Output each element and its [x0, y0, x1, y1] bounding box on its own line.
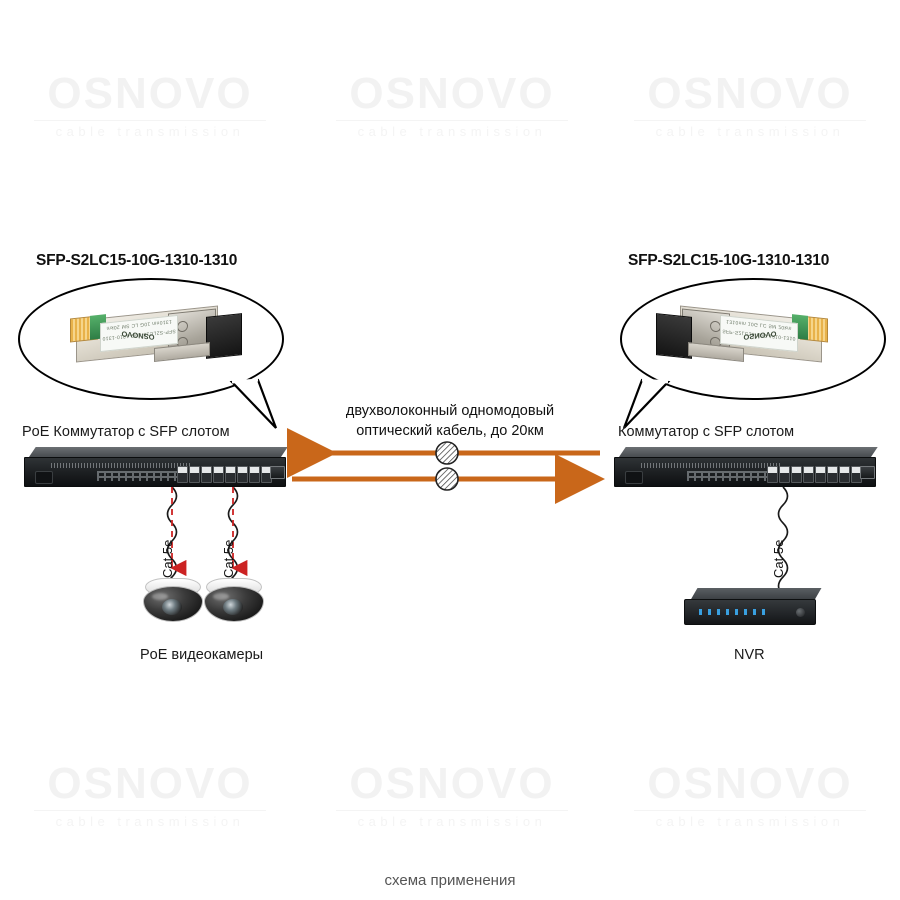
- nvr-device: [684, 588, 822, 628]
- sfp-lc-connector: [206, 313, 242, 359]
- switch-model-text: [51, 463, 191, 468]
- rj45-port: [767, 466, 778, 483]
- watermark-logo: OSNOVO cable transmission: [20, 72, 280, 138]
- camera-lens: [162, 599, 182, 615]
- switch-model-text: [641, 463, 781, 468]
- camera-highlight: [213, 593, 229, 600]
- nvr-led-indicators: [699, 609, 771, 615]
- watermark-title: OSNOVO: [647, 69, 853, 118]
- rj45-port: [201, 466, 212, 483]
- poe-cameras-label: PoE видеокамеры: [140, 647, 264, 663]
- sfp-cage-hole: [177, 320, 188, 333]
- rj45-port: [791, 466, 802, 483]
- watermark-title: OSNOVO: [47, 759, 253, 808]
- cat5e-label-left-2: Cat 5e: [221, 539, 236, 578]
- switch-rj45-port-group: [177, 466, 272, 483]
- watermark-rule: [34, 120, 266, 121]
- rj45-port: [177, 466, 188, 483]
- rj45-port: [803, 466, 814, 483]
- watermark-subtitle: cable transmission: [655, 124, 845, 139]
- rj45-port: [189, 466, 200, 483]
- nvr-front-panel: [684, 599, 816, 625]
- switch-sfp-port-group: [270, 466, 285, 479]
- cat5e-label-right-1: Cat 5e: [771, 539, 786, 578]
- poe-camera-device: [204, 578, 264, 622]
- watermark-subtitle: cable transmission: [655, 814, 845, 829]
- left-poe-switch-device: [24, 447, 292, 489]
- fiber-link-caption-line1: двухволоконный одномодовый: [345, 403, 555, 419]
- watermark-rule: [336, 810, 568, 811]
- fiber-link-caption: двухволоконный одномодовый оптический ка…: [310, 402, 590, 441]
- cat5e-label-left-1: Cat 5e: [160, 539, 175, 578]
- rj45-port: [815, 466, 826, 483]
- right-sfp-model-title: SFP-S2LC15-10G-1310-1310: [628, 252, 830, 269]
- camera-lens: [223, 599, 243, 615]
- left-sfp-module-image: 1310nm 10G LC SM 20km SFP-S2LC15-10G-131…: [48, 305, 248, 367]
- camera-dome: [204, 586, 264, 622]
- rj45-port: [237, 466, 248, 483]
- watermark-rule: [634, 120, 866, 121]
- page-caption: схема применения: [384, 872, 516, 889]
- watermark-title: OSNOVO: [647, 759, 853, 808]
- fiber-splice-icon: [435, 467, 459, 491]
- watermark-logo: OSNOVO cable transmission: [20, 762, 280, 828]
- watermark-title: OSNOVO: [349, 759, 555, 808]
- watermark-subtitle: cable transmission: [55, 814, 245, 829]
- watermark-title: OSNOVO: [349, 69, 555, 118]
- right-switch-label: Коммутатор с SFP слотом: [618, 424, 795, 440]
- rj45-port: [249, 466, 260, 483]
- watermark-logo: OSNOVO cable transmission: [322, 72, 582, 138]
- camera-dome: [143, 586, 203, 622]
- switch-psu-vent: [625, 471, 643, 484]
- left-sfp-model-title: SFP-S2LC15-10G-1310-1310: [36, 252, 238, 269]
- right-switch-device: [614, 447, 882, 489]
- watermark-subtitle: cable transmission: [55, 124, 245, 139]
- watermark-logo: OSNOVO cable transmission: [620, 72, 880, 138]
- switch-psu-vent: [35, 471, 53, 484]
- right-sfp-module-image: 1310nm 10G LC SM 20km SFP-S2LC15-10G-131…: [650, 305, 850, 367]
- watermark-rule: [336, 120, 568, 121]
- watermark-subtitle: cable transmission: [357, 124, 547, 139]
- switch-led-array: [687, 471, 777, 481]
- rj45-port: [213, 466, 224, 483]
- switch-front-panel: [614, 457, 876, 487]
- rj45-port: [839, 466, 850, 483]
- switch-rj45-port-group: [767, 466, 862, 483]
- sfp-lc-connector: [656, 313, 692, 359]
- left-bubble-tail: [229, 378, 278, 429]
- right-bubble-tail: [622, 378, 671, 429]
- switch-led-array: [97, 471, 187, 481]
- watermark-subtitle: cable transmission: [357, 814, 547, 829]
- rj45-port: [225, 466, 236, 483]
- nvr-label: NVR: [734, 647, 765, 663]
- watermark-logo: OSNOVO cable transmission: [620, 762, 880, 828]
- fiber-splice-icon: [435, 441, 459, 465]
- rj45-port: [779, 466, 790, 483]
- switch-sfp-port-group: [860, 466, 875, 479]
- watermark-title: OSNOVO: [47, 69, 253, 118]
- sfp-slot: [860, 466, 875, 479]
- poe-camera-device: [143, 578, 203, 622]
- left-switch-label: PoE Коммутатор с SFP слотом: [22, 424, 230, 440]
- watermark-rule: [634, 810, 866, 811]
- switch-front-panel: [24, 457, 286, 487]
- nvr-power-button: [796, 608, 805, 617]
- fiber-link-caption-line2: оптический кабель, до 20км: [356, 422, 544, 439]
- sfp-slot: [270, 466, 285, 479]
- camera-highlight: [152, 593, 168, 600]
- watermark-rule: [34, 810, 266, 811]
- rj45-port: [827, 466, 838, 483]
- watermark-logo: OSNOVO cable transmission: [322, 762, 582, 828]
